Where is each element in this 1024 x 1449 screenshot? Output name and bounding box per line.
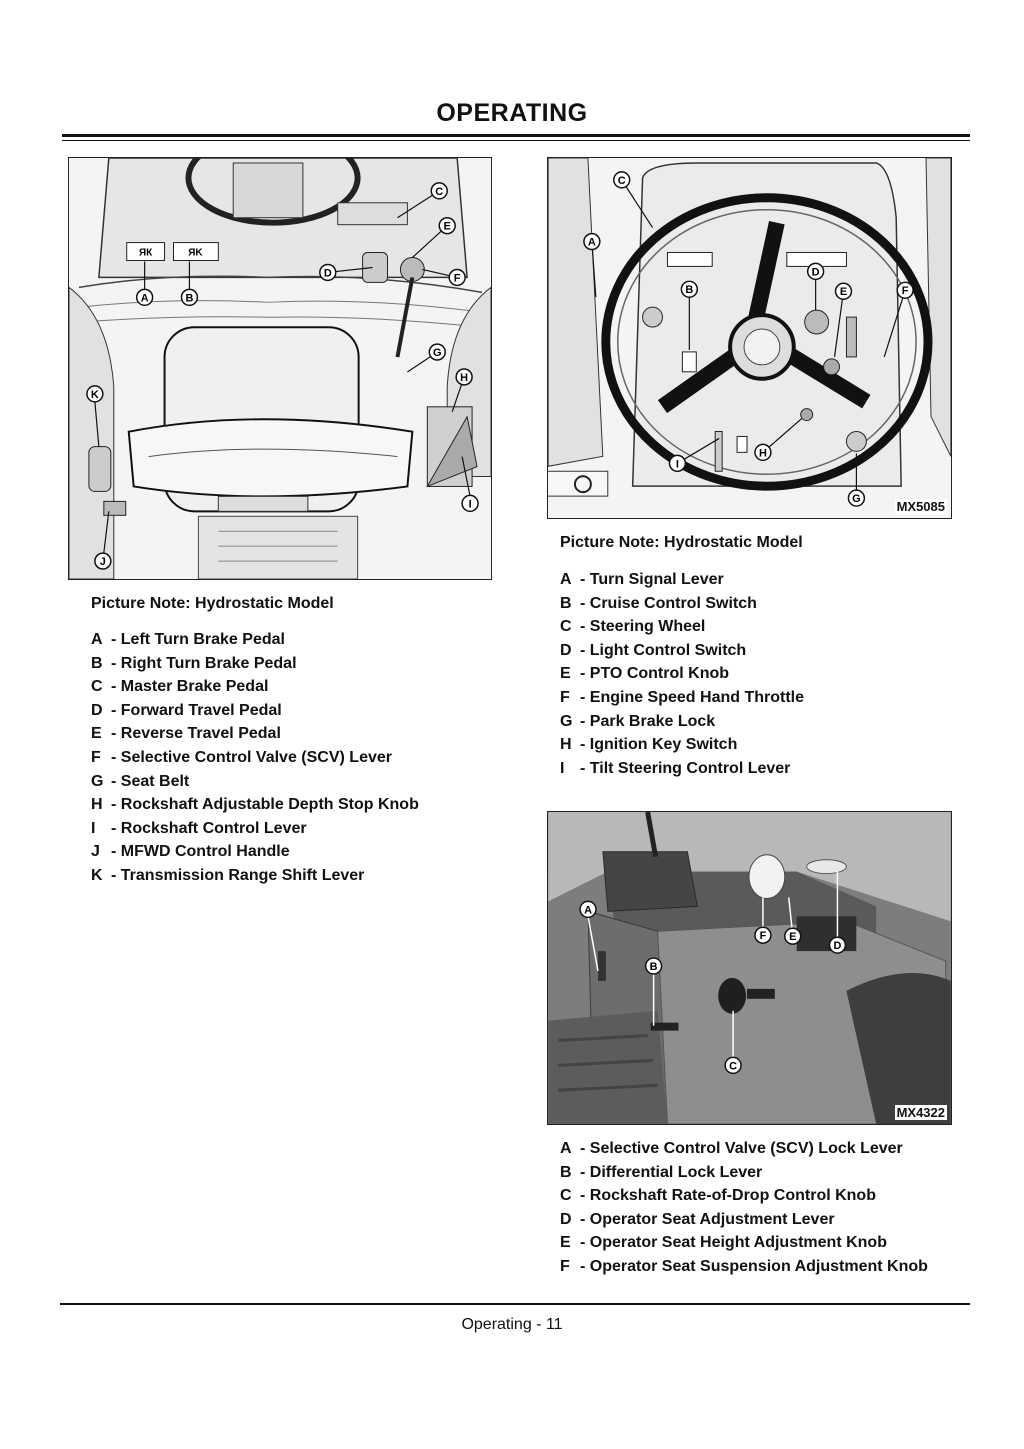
figure1-callout-b: B: [180, 288, 199, 307]
figure2-caption: Picture Note: Hydrostatic Model: [560, 534, 803, 551]
figure3-callout-c: C: [724, 1056, 742, 1075]
svg-text:D: D: [812, 266, 820, 278]
svg-text:I: I: [469, 498, 472, 510]
legend-item: C- Rockshaft Rate-of-Drop Control Knob: [560, 1187, 876, 1205]
footer-rule: [60, 1303, 970, 1305]
svg-text:C: C: [729, 1060, 737, 1072]
svg-text:E: E: [444, 221, 451, 233]
legend-item: D- Operator Seat Adjustment Lever: [560, 1210, 835, 1228]
svg-text:ЯК: ЯК: [139, 248, 153, 259]
svg-text:G: G: [852, 493, 861, 505]
legend-item: G- Park Brake Lock: [560, 712, 716, 730]
figure3-callout-a: A: [579, 900, 597, 919]
header-rule: [62, 134, 970, 137]
legend-item: B- Right Turn Brake Pedal: [91, 654, 297, 672]
svg-text:B: B: [185, 292, 193, 304]
figure-operator-station: ЯК ЯK: [68, 157, 492, 580]
svg-text:F: F: [902, 285, 909, 297]
figure-control-photo: A B C D E F MX4322: [547, 811, 952, 1125]
page-title: OPERATING: [436, 99, 588, 127]
page-footer: Operating - 11: [461, 1316, 563, 1333]
legend-item: A- Selective Control Valve (SCV) Lock Le…: [560, 1140, 903, 1157]
legend-item: B- Cruise Control Switch: [560, 594, 757, 612]
legend-item: A- Left Turn Brake Pedal: [91, 631, 285, 648]
svg-text:D: D: [324, 267, 332, 279]
svg-text:E: E: [789, 931, 796, 943]
figure1-callout-e: E: [438, 216, 456, 235]
svg-text:F: F: [760, 930, 767, 942]
figure2-callout-h: H: [754, 443, 772, 462]
figure1-caption: Picture Note: Hydrostatic Model: [91, 595, 334, 612]
svg-text:A: A: [584, 904, 592, 916]
svg-text:E: E: [840, 286, 847, 298]
figure3-callout-b: B: [644, 957, 663, 975]
figure1-callout-d: D: [319, 263, 337, 282]
figure2-callout-c: C: [613, 171, 631, 189]
figure-steering-dash: A B C D E F G H I MX5085: [547, 157, 952, 519]
figure1-callout-i: I: [461, 494, 479, 513]
svg-text:D: D: [833, 940, 841, 952]
svg-text:A: A: [588, 237, 596, 249]
svg-text:C: C: [618, 175, 626, 187]
svg-text:H: H: [460, 372, 468, 384]
legend-item: E- PTO Control Knob: [560, 665, 730, 683]
svg-text:G: G: [433, 347, 442, 359]
legend-item: D- Light Control Switch: [560, 641, 747, 659]
legend-item: F- Selective Control Valve (SCV) Lever: [91, 748, 392, 766]
figure-code: MX4322: [894, 1105, 947, 1120]
figure2-callout-i: I: [668, 454, 687, 473]
legend-item: D- Forward Travel Pedal: [91, 701, 282, 719]
svg-text:A: A: [141, 292, 149, 304]
figure1-callout-h: H: [455, 368, 473, 386]
figure3-legend: A- Selective Control Valve (SCV) Lock Le…: [560, 1137, 928, 1279]
legend-item: K- Transmission Range Shift Lever: [91, 866, 365, 884]
legend-item: C- Steering Wheel: [560, 618, 706, 636]
svg-text:J: J: [100, 556, 106, 568]
figure1-callout-f: F: [448, 268, 466, 287]
legend-item: H- Rockshaft Adjustable Depth Stop Knob: [91, 796, 419, 814]
operator-station-illustration: ЯК ЯK: [69, 158, 491, 579]
figure1-callout-a: A: [135, 288, 154, 307]
figure2-callout-d: D: [806, 262, 825, 281]
figure3-callout-d: D: [828, 936, 847, 954]
legend-item: I- Tilt Steering Control Lever: [560, 759, 791, 777]
figure2-callout-b: B: [680, 280, 699, 298]
legend-item: A- Turn Signal Lever: [560, 571, 724, 588]
figure3-callout-f: F: [754, 926, 772, 944]
header-rule-thin: [62, 140, 970, 141]
figure2-callout-e: E: [834, 282, 853, 300]
svg-text:I: I: [676, 458, 679, 470]
figure-code: MX5085: [894, 499, 947, 514]
legend-item: B- Differential Lock Lever: [560, 1163, 763, 1181]
figure2-callout-f: F: [896, 281, 914, 299]
legend-item: F- Operator Seat Suspension Adjustment K…: [560, 1257, 928, 1275]
svg-text:H: H: [759, 447, 767, 459]
steering-dash-illustration: A B C D E F G H I: [548, 158, 951, 507]
figure1-callout-c: C: [430, 182, 448, 200]
figure1-callout-j: J: [94, 552, 112, 570]
figure1-legend: A- Left Turn Brake Pedal B- Right Turn B…: [91, 628, 419, 888]
figure2-callout-g: G: [847, 489, 866, 507]
legend-item: E- Reverse Travel Pedal: [91, 725, 281, 743]
legend-item: H- Ignition Key Switch: [560, 736, 738, 754]
figure1-callout-g: G: [428, 343, 446, 361]
figure3-callout-e: E: [784, 927, 802, 945]
svg-text:B: B: [650, 961, 658, 973]
svg-text:B: B: [685, 284, 693, 296]
legend-item: J- MFWD Control Handle: [91, 843, 290, 861]
legend-item: C- Master Brake Pedal: [91, 678, 269, 696]
legend-item: E- Operator Seat Height Adjustment Knob: [560, 1234, 887, 1252]
svg-text:K: K: [91, 389, 99, 401]
legend-item: I- Rockshaft Control Lever: [91, 819, 307, 837]
legend-item: F- Engine Speed Hand Throttle: [560, 688, 805, 706]
svg-text:C: C: [435, 186, 443, 198]
svg-text:ЯK: ЯK: [188, 248, 203, 259]
figure1-callout-k: K: [86, 385, 104, 403]
control-photo-illustration: A B C D E F: [548, 812, 951, 1124]
figure2-callout-a: A: [583, 232, 601, 251]
svg-text:F: F: [454, 272, 461, 284]
legend-item: G- Seat Belt: [91, 772, 190, 790]
figure2-legend: A- Turn Signal Lever B- Cruise Control S…: [560, 568, 804, 780]
